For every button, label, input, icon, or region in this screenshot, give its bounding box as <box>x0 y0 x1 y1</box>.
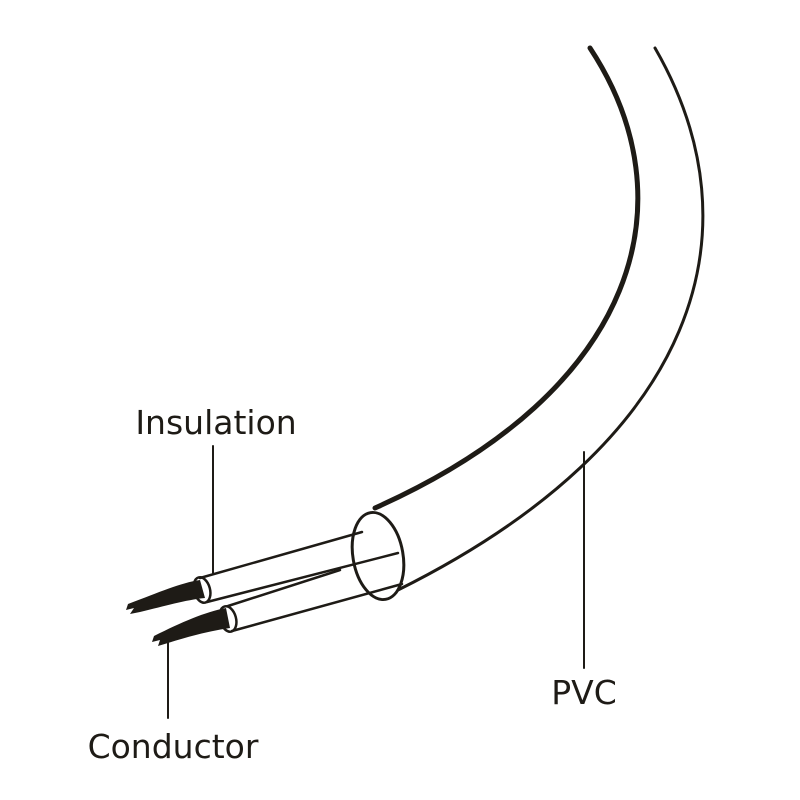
pvc-sheath <box>350 45 705 602</box>
pvc-sheath-outer-edge <box>396 46 705 592</box>
insulation-upper-top-edge <box>198 530 364 580</box>
pvc-sheath-cut-end <box>350 510 406 602</box>
insulation-lower-bottom-edge <box>230 582 404 633</box>
insulation-upper-bottom-edge <box>205 551 400 604</box>
insulated-wire-lower <box>218 568 404 633</box>
insulated-wire-upper <box>192 530 400 604</box>
insulation-label: Insulation <box>135 403 296 442</box>
conductor-upper-strands <box>126 580 205 614</box>
conductor-upper <box>126 580 205 614</box>
pvc-label: PVC <box>551 673 617 712</box>
conductor-lower <box>152 608 230 646</box>
conductor-lower-strands <box>152 608 230 646</box>
insulation-lower-top-edge <box>226 568 342 608</box>
conductor-label: Conductor <box>88 727 259 766</box>
pvc-sheath-inner-edge <box>372 45 641 511</box>
